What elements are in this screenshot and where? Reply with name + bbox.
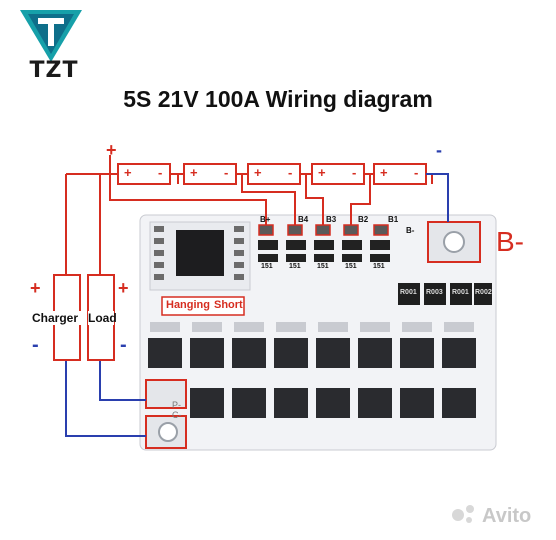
- cell-1-minus: -: [158, 165, 163, 180]
- port-c-label: C-: [172, 410, 182, 420]
- shunt-code-3: R001: [452, 289, 469, 296]
- hanging-label: Hanging: [166, 299, 210, 311]
- port-p-label: P-: [172, 400, 181, 410]
- resistor-code-4: 151: [345, 263, 357, 270]
- short-label: Short: [214, 299, 243, 311]
- cell-1-plus: +: [124, 165, 132, 180]
- load-minus-label: -: [120, 334, 127, 356]
- cell-5-plus: +: [380, 165, 388, 180]
- resistor-code-3: 151: [317, 263, 329, 270]
- b-minus-terminal-label: B-: [496, 226, 524, 257]
- pack-minus-label: -: [436, 140, 442, 160]
- load-label: Load: [88, 311, 117, 325]
- charger-label: Charger: [28, 311, 82, 325]
- charger-minus-label: -: [32, 334, 39, 356]
- brand-name: TZT: [29, 58, 79, 83]
- resistor-code-2: 151: [289, 263, 301, 270]
- watermark: Avito: [482, 505, 532, 527]
- shunt-code-1: R001: [400, 289, 417, 296]
- pad-b3: [315, 224, 331, 236]
- pad-label-b2: B2: [358, 215, 369, 224]
- cell-2-plus: +: [190, 165, 198, 180]
- port-p-minus: [145, 379, 187, 409]
- main-ic-chip: [176, 230, 224, 276]
- pad-label-b4: B4: [298, 215, 309, 224]
- mosfet-row-bottom: [190, 388, 476, 418]
- cell-4-plus: +: [318, 165, 326, 180]
- brand-logo: [12, 6, 90, 92]
- cell-2-minus: -: [224, 165, 229, 180]
- charger-plus-label: +: [30, 278, 41, 298]
- pad-b1: [373, 224, 389, 236]
- brand-logo-mark: [20, 10, 82, 62]
- pad-label-b1: B1: [388, 215, 399, 224]
- pad-b-plus: [258, 224, 274, 236]
- cell-4-minus: -: [352, 165, 357, 180]
- cell-3-minus: -: [288, 165, 293, 180]
- avito-watermark-icon: [452, 505, 474, 523]
- cell-3-plus: +: [254, 165, 262, 180]
- cell-5-minus: -: [414, 165, 419, 180]
- pack-plus-label: +: [106, 140, 117, 160]
- page-title: 5S 21V 100A Wiring diagram: [123, 86, 433, 112]
- mosfet-row-top: [148, 338, 476, 368]
- resistor-code-1: 151: [261, 263, 273, 270]
- b-minus-small-label: B-: [406, 226, 415, 235]
- hanging-short-box: [161, 296, 245, 316]
- pad-label-b-plus: B+: [260, 215, 271, 224]
- load-plus-label: +: [118, 278, 129, 298]
- pad-label-b3: B3: [326, 215, 337, 224]
- pad-b4: [287, 224, 303, 236]
- shunt-code-2: R003: [426, 289, 443, 296]
- pad-b2: [343, 224, 359, 236]
- shunt-code-4: R002: [475, 289, 492, 296]
- resistor-code-5: 151: [373, 263, 385, 270]
